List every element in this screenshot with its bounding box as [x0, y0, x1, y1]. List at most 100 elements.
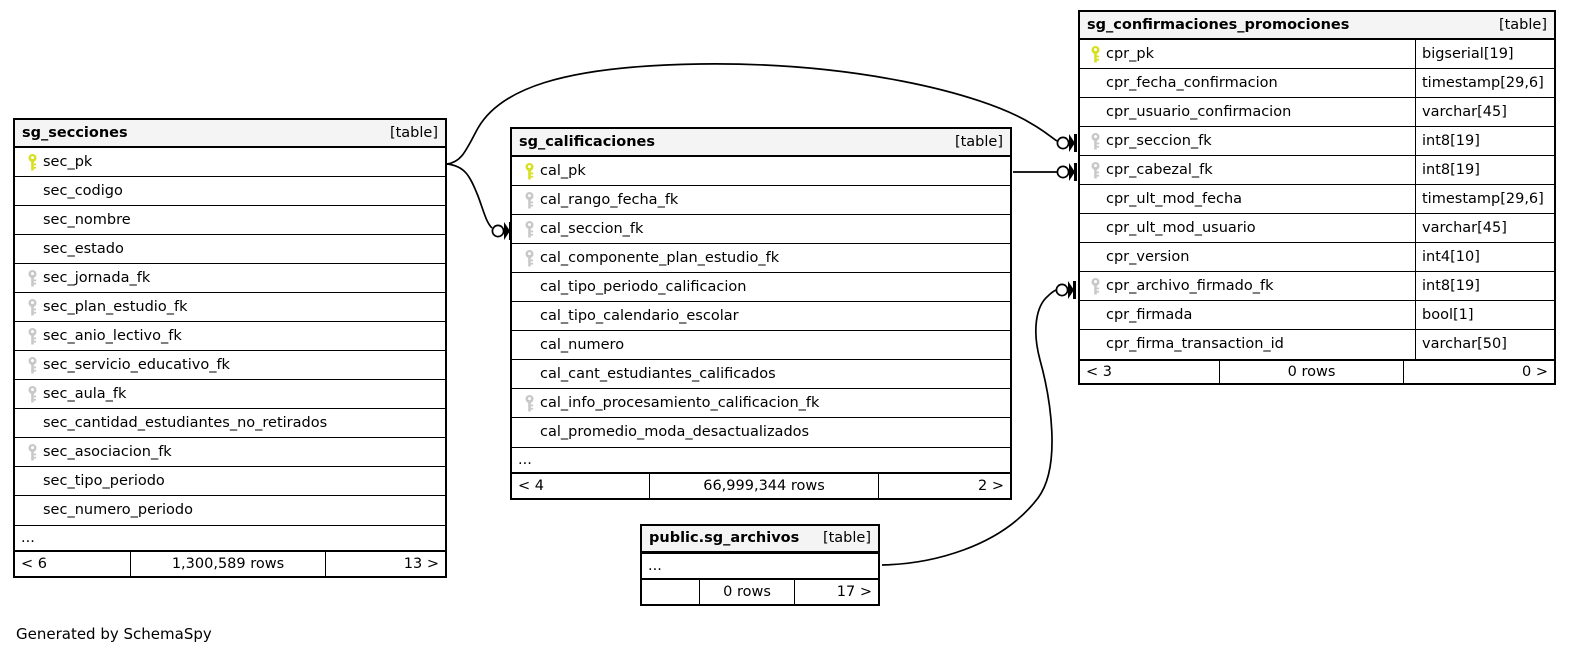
column-name: cpr_ult_mod_fecha	[1106, 190, 1243, 207]
edge-calificaciones-to-confirmaciones	[1013, 163, 1077, 181]
table-row[interactable]: sec_codigo	[15, 177, 445, 206]
column-name: cpr_firma_transaction_id	[1106, 336, 1284, 353]
footer-next-relations[interactable]: 0 >	[1522, 363, 1548, 380]
foreign-key-icon	[21, 356, 43, 374]
column-name: cal_promedio_moda_desactualizados	[540, 424, 810, 441]
more-columns-indicator: ...	[642, 553, 878, 580]
table-row[interactable]: sec_anio_lectivo_fk	[15, 322, 445, 351]
table-sg_secciones[interactable]: sg_secciones [table] sec_pk sec_codigo s…	[13, 118, 447, 578]
table-row[interactable]: cpr_ult_mod_fecha timestamp[29,6]	[1080, 185, 1554, 214]
table-type-tag: [table]	[822, 530, 871, 547]
footer-prev-relations[interactable]: < 3	[1086, 363, 1112, 380]
column-name: sec_estado	[43, 240, 124, 257]
primary-key-icon	[1084, 45, 1106, 63]
column-list: sec_pk sec_codigo sec_nombre sec_estado …	[15, 148, 445, 525]
column-name: cal_pk	[540, 162, 586, 179]
table-row[interactable]: sec_aula_fk	[15, 380, 445, 409]
column-type: int8[19]	[1415, 127, 1554, 155]
column-name: cpr_version	[1106, 248, 1190, 265]
column-name: sec_plan_estudio_fk	[43, 298, 188, 315]
column-name: cal_seccion_fk	[540, 220, 644, 237]
table-title: sg_calificaciones	[519, 133, 656, 150]
column-name: cpr_ult_mod_usuario	[1106, 219, 1256, 236]
column-type: timestamp[29,6]	[1415, 185, 1554, 213]
edge-secciones-to-calificaciones	[446, 163, 512, 240]
more-columns-indicator: ...	[512, 447, 1010, 474]
table-row[interactable]: sec_nombre	[15, 206, 445, 235]
column-name: sec_anio_lectivo_fk	[43, 327, 182, 344]
footer-row-count: 66,999,344 rows	[649, 474, 879, 498]
footer-row-count: 1,300,589 rows	[130, 552, 326, 576]
table-row[interactable]: cal_tipo_periodo_calificacion	[512, 273, 1010, 302]
column-list: cpr_pk bigserial[19] cpr_fecha_confirmac…	[1080, 40, 1554, 359]
column-name: cal_tipo_calendario_escolar	[540, 307, 739, 324]
table-type-tag: [table]	[1498, 16, 1547, 33]
column-name: cpr_seccion_fk	[1106, 132, 1212, 149]
table-public-sg_archivos[interactable]: public.sg_archivos [table] ... 0 rows 17…	[640, 524, 880, 606]
footer-next-relations[interactable]: 2 >	[978, 477, 1004, 494]
table-type-tag: [table]	[954, 133, 1003, 150]
table-row[interactable]: cal_pk	[512, 157, 1010, 186]
footer-prev-relations[interactable]: < 6	[21, 555, 47, 572]
table-row[interactable]: cal_tipo_calendario_escolar	[512, 302, 1010, 331]
footer-prev-relations[interactable]	[642, 580, 699, 604]
table-row[interactable]: sec_tipo_periodo	[15, 467, 445, 496]
table-row[interactable]: cpr_pk bigserial[19]	[1080, 40, 1554, 69]
column-name: sec_servicio_educativo_fk	[43, 356, 230, 373]
table-row[interactable]: sec_servicio_educativo_fk	[15, 351, 445, 380]
table-header: sg_confirmaciones_promociones [table]	[1080, 12, 1554, 40]
table-sg_calificaciones[interactable]: sg_calificaciones [table] cal_pk cal_ran…	[510, 127, 1012, 500]
footer-prev-relations[interactable]: < 4	[518, 477, 544, 494]
table-row[interactable]: cpr_firmada bool[1]	[1080, 301, 1554, 330]
table-row[interactable]: sec_cantidad_estudiantes_no_retirados	[15, 409, 445, 438]
foreign-key-icon	[518, 191, 540, 209]
table-row[interactable]: cal_seccion_fk	[512, 215, 1010, 244]
column-type: int4[10]	[1415, 243, 1554, 271]
footer-row-count: 0 rows	[699, 580, 795, 604]
column-name: cal_cant_estudiantes_calificados	[540, 365, 776, 382]
table-row[interactable]: cpr_cabezal_fk int8[19]	[1080, 156, 1554, 185]
foreign-key-icon	[21, 443, 43, 461]
more-columns-indicator: ...	[15, 525, 445, 552]
column-name: cal_componente_plan_estudio_fk	[540, 249, 780, 266]
column-name: sec_tipo_periodo	[43, 472, 165, 489]
table-row[interactable]: cpr_fecha_confirmacion timestamp[29,6]	[1080, 69, 1554, 98]
table-row[interactable]: cal_info_procesamiento_calificacion_fk	[512, 389, 1010, 418]
table-row[interactable]: cpr_version int4[10]	[1080, 243, 1554, 272]
table-row[interactable]: sec_pk	[15, 148, 445, 177]
table-row[interactable]: cal_componente_plan_estudio_fk	[512, 244, 1010, 273]
foreign-key-icon	[1084, 161, 1106, 179]
table-row[interactable]: cpr_ult_mod_usuario varchar[45]	[1080, 214, 1554, 243]
column-name: sec_jornada_fk	[43, 269, 151, 286]
table-row[interactable]: sec_jornada_fk	[15, 264, 445, 293]
table-sg_confirmaciones_promociones[interactable]: sg_confirmaciones_promociones [table] cp…	[1078, 10, 1556, 385]
foreign-key-icon	[21, 298, 43, 316]
table-footer: < 3 0 rows 0 >	[1080, 359, 1554, 383]
table-row[interactable]: cpr_usuario_confirmacion varchar[45]	[1080, 98, 1554, 127]
foreign-key-icon	[518, 394, 540, 412]
table-type-tag: [table]	[389, 124, 438, 141]
table-row[interactable]: cal_cant_estudiantes_calificados	[512, 360, 1010, 389]
footer-next-relations[interactable]: 13 >	[403, 555, 439, 572]
foreign-key-icon	[21, 385, 43, 403]
table-row[interactable]: cal_numero	[512, 331, 1010, 360]
table-row[interactable]: cpr_seccion_fk int8[19]	[1080, 127, 1554, 156]
table-row[interactable]: cpr_firma_transaction_id varchar[50]	[1080, 330, 1554, 359]
column-name: sec_asociacion_fk	[43, 443, 172, 460]
table-row[interactable]: cal_promedio_moda_desactualizados	[512, 418, 1010, 447]
column-name: sec_nombre	[43, 211, 131, 228]
table-row[interactable]: sec_numero_periodo	[15, 496, 445, 525]
table-row[interactable]: sec_plan_estudio_fk	[15, 293, 445, 322]
primary-key-icon	[21, 153, 43, 171]
table-footer: < 6 1,300,589 rows 13 >	[15, 552, 445, 576]
column-name: cal_numero	[540, 336, 625, 353]
footer-next-relations[interactable]: 17 >	[836, 583, 872, 600]
foreign-key-icon	[1084, 132, 1106, 150]
column-type: int8[19]	[1415, 156, 1554, 184]
foreign-key-icon	[1084, 277, 1106, 295]
table-row[interactable]: sec_asociacion_fk	[15, 438, 445, 467]
table-row[interactable]: cal_rango_fecha_fk	[512, 186, 1010, 215]
table-row[interactable]: sec_estado	[15, 235, 445, 264]
table-row[interactable]: cpr_archivo_firmado_fk int8[19]	[1080, 272, 1554, 301]
table-footer: 0 rows 17 >	[642, 580, 878, 604]
